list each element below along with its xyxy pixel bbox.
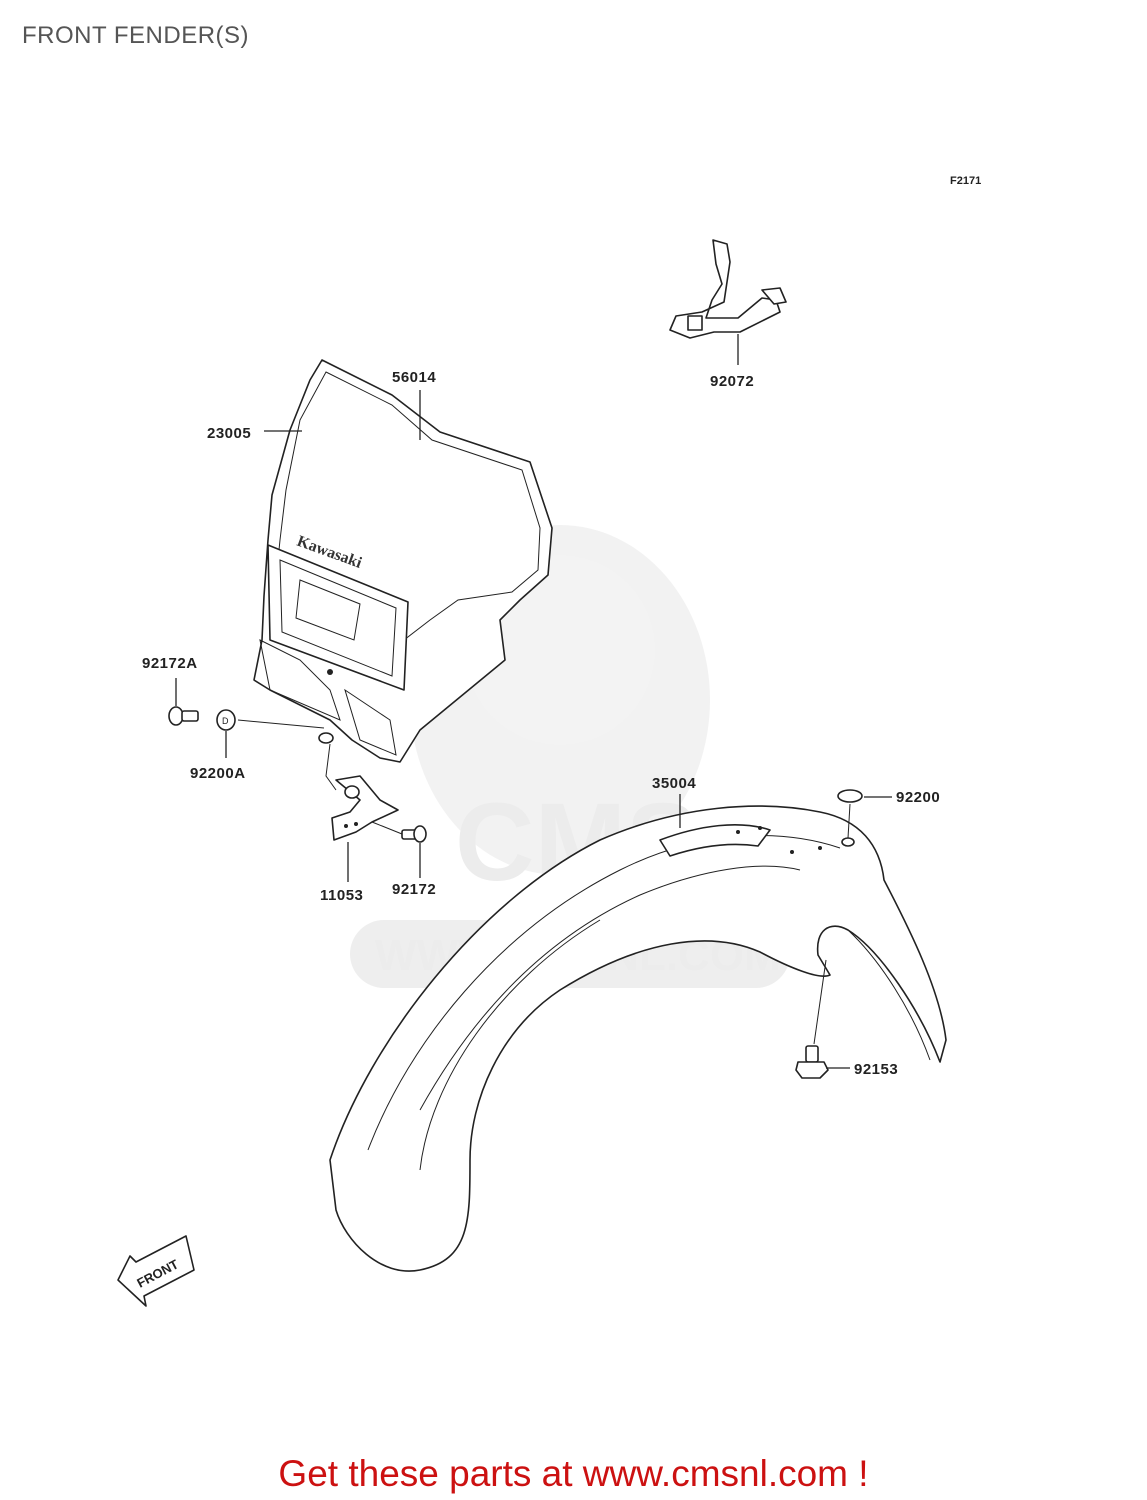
headlight-cover-23005[interactable]: Kawasaki	[253, 359, 553, 763]
bolt-92153[interactable]	[795, 1045, 829, 1079]
front-fender-35004[interactable]	[329, 805, 947, 1272]
label-56014: 56014	[392, 369, 436, 386]
label-92172A: 92172A	[142, 655, 198, 672]
label-92200A: 92200A	[190, 765, 246, 782]
diagram-code: F2171	[950, 175, 981, 187]
bracket-11053[interactable]	[325, 743, 399, 841]
parts-diagram: CMS WWW.CMSNL.COM F2171 Kawasaki D	[117, 175, 981, 1307]
bolt-92172A[interactable]	[168, 706, 199, 726]
washer-92200A[interactable]: D	[216, 709, 236, 731]
svg-text:D: D	[222, 716, 229, 726]
page-title: FRONT FENDER(S)	[22, 22, 250, 49]
footer-link[interactable]: Get these parts at www.cmsnl.com !	[278, 1453, 869, 1494]
label-23005: 23005	[207, 425, 251, 442]
clamp-92072[interactable]	[669, 239, 787, 339]
label-92153: 92153	[854, 1061, 898, 1078]
label-11053: 11053	[320, 887, 363, 904]
label-92200: 92200	[896, 789, 940, 806]
bolt-92172[interactable]	[401, 825, 427, 843]
label-35004: 35004	[652, 775, 696, 792]
assembly-line-92200A	[237, 719, 325, 729]
grommet-92200[interactable]	[837, 789, 863, 803]
label-92072: 92072	[710, 373, 754, 390]
front-arrow-icon: FRONT	[117, 1235, 195, 1307]
label-92172: 92172	[392, 881, 436, 898]
